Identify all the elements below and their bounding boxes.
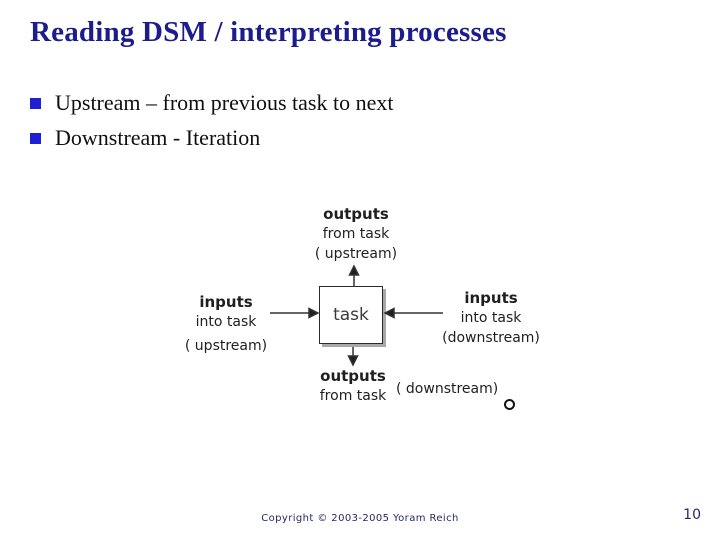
outputs-downstream-line1: outputs [320,367,386,385]
task-box-label: task [333,305,369,325]
bullet-text: Downstream - Iteration [55,125,261,150]
inputs-upstream-line3: ( upstream) [184,338,268,354]
outputs-downstream-line2: from task [319,388,387,404]
bullet-square-icon [30,98,41,109]
arrow-down-icon [347,347,359,367]
small-circle-marker-icon [504,399,515,410]
inputs-downstream-label: inputs into task (downstream) [421,288,561,348]
outputs-downstream-label: outputs from task [283,366,423,406]
bullet-item-downstream: Downstream - Iteration [30,125,394,151]
arrow-up-icon [348,264,360,286]
outputs-downstream-side-label: ( downstream) [396,381,499,397]
outputs-upstream-line1: outputs [323,205,389,223]
inputs-upstream-line2: into task [195,314,257,330]
inputs-downstream-line2: into task [460,310,522,326]
footer-copyright: Copyright © 2003-2005 Yoram Reich [261,513,459,524]
inputs-downstream-line3: (downstream) [442,330,540,346]
inputs-downstream-line1: inputs [464,289,518,307]
bullet-text: Upstream – from previous task to next [55,90,394,115]
slide-title: Reading DSM / interpreting processes [30,16,507,48]
inputs-upstream-label: inputs into task ( upstream) [156,292,296,356]
task-box: task [319,286,383,344]
outputs-upstream-label: outputs from task ( upstream) [286,204,426,264]
outputs-upstream-line3: ( upstream) [314,246,398,262]
bullet-item-upstream: Upstream – from previous task to next [30,90,394,116]
bullet-square-icon [30,133,41,144]
page-number: 10 [683,507,701,523]
inputs-upstream-line1: inputs [199,293,253,311]
outputs-upstream-line2: from task [322,226,390,242]
bullet-list: Upstream – from previous task to next Do… [30,90,394,160]
